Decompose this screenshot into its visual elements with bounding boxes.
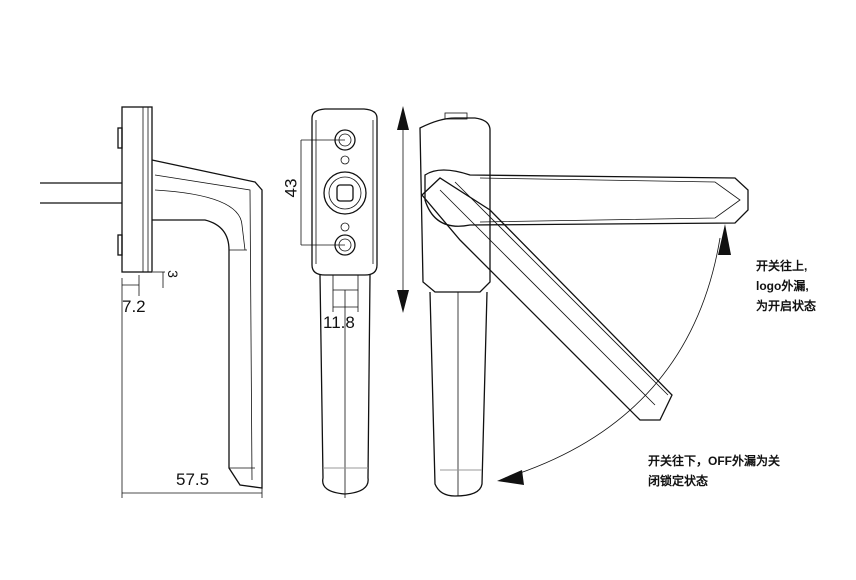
rotation-view: [419, 112, 749, 497]
front-view: [300, 108, 378, 498]
note-line: 闭锁定状态: [648, 474, 709, 488]
dimension-plate-offset: 7.2: [122, 297, 146, 316]
vertical-arrow: [397, 106, 409, 313]
note-line: 开关往下，OFF外漏为关: [648, 454, 780, 468]
open-state-note: 开关往上, logo外漏, 为开启状态: [756, 256, 816, 316]
dimension-width-total: 57.5: [176, 470, 210, 489]
dimension-hole-spacing: 43: [281, 178, 301, 198]
dimension-neck-width: 11.8: [323, 313, 355, 332]
note-line: 开关往上,: [756, 259, 808, 273]
dimension-plate-step: 3: [164, 270, 181, 278]
note-line: logo外漏,: [756, 279, 809, 293]
note-line: 为开启状态: [756, 299, 817, 313]
side-view: [40, 106, 263, 498]
closed-state-note: 开关往下，OFF外漏为关 闭锁定状态: [648, 451, 780, 491]
